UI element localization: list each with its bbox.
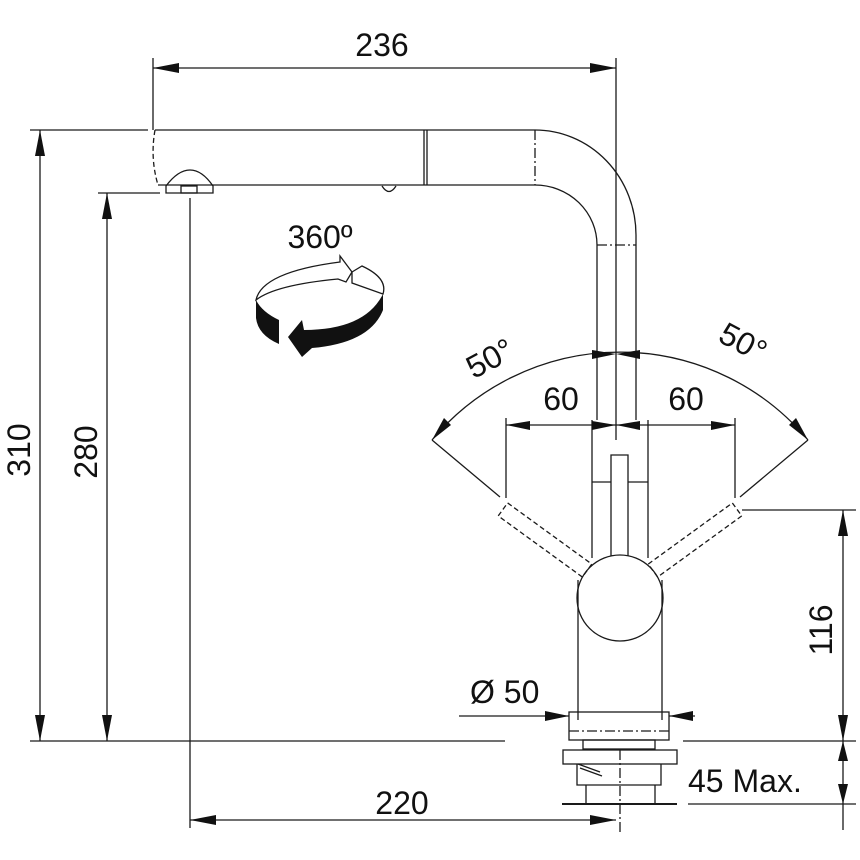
dimension-countertop: 45 Max. (688, 741, 856, 830)
offset-label-left: 60 (543, 381, 579, 417)
lever-position-left (497, 502, 593, 578)
dimension-label-116: 116 (803, 604, 839, 655)
rotation-label: 360º (287, 219, 352, 255)
dimension-label-310: 310 (1, 423, 37, 476)
offset-label-right: 60 (668, 381, 704, 417)
lever-handle (610, 454, 629, 556)
dimension-total-width: 236 (152, 27, 617, 440)
lever-position-right (647, 502, 743, 578)
dimension-lever-height: 116 (683, 509, 856, 742)
dimension-spout-reach: 220 (189, 198, 616, 828)
dimension-lever-offset: 60 60 (505, 381, 736, 498)
dimension-base-diameter: Ø 50 (459, 674, 695, 721)
dimension-label-diameter: Ø 50 (470, 674, 539, 710)
angle-label-right: 50° (713, 315, 773, 370)
dimension-spout-height: 280 (68, 192, 160, 741)
dimension-total-height: 310 (1, 129, 505, 742)
lever-hub (576, 554, 664, 642)
dimension-label-220: 220 (375, 785, 428, 821)
faucet-spout (152, 129, 637, 420)
mounting-base (562, 711, 678, 832)
dimension-lever-angle: 50° 50° (431, 315, 809, 498)
dimension-label-280: 280 (68, 425, 104, 478)
dimension-label-45-max: 45 Max. (688, 763, 802, 799)
spray-button (381, 185, 397, 193)
dimension-label-236: 236 (355, 27, 408, 63)
aerator-nozzle (165, 169, 214, 194)
rotation-360-icon: 360º (254, 219, 385, 357)
